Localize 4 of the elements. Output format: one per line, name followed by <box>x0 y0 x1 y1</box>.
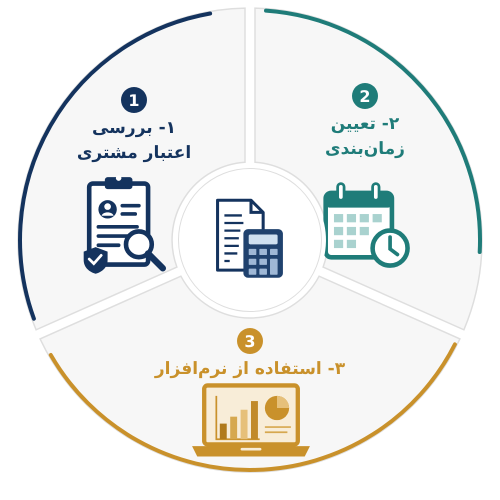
step-title: ۱- بررسی اعتبار مشتری <box>76 117 192 165</box>
sector-panel <box>38 274 462 474</box>
step-title: ۳- استفاده از نرم‌افزار <box>153 358 346 381</box>
step-title: ۲- تعیین زمان‌بندی <box>324 113 406 161</box>
